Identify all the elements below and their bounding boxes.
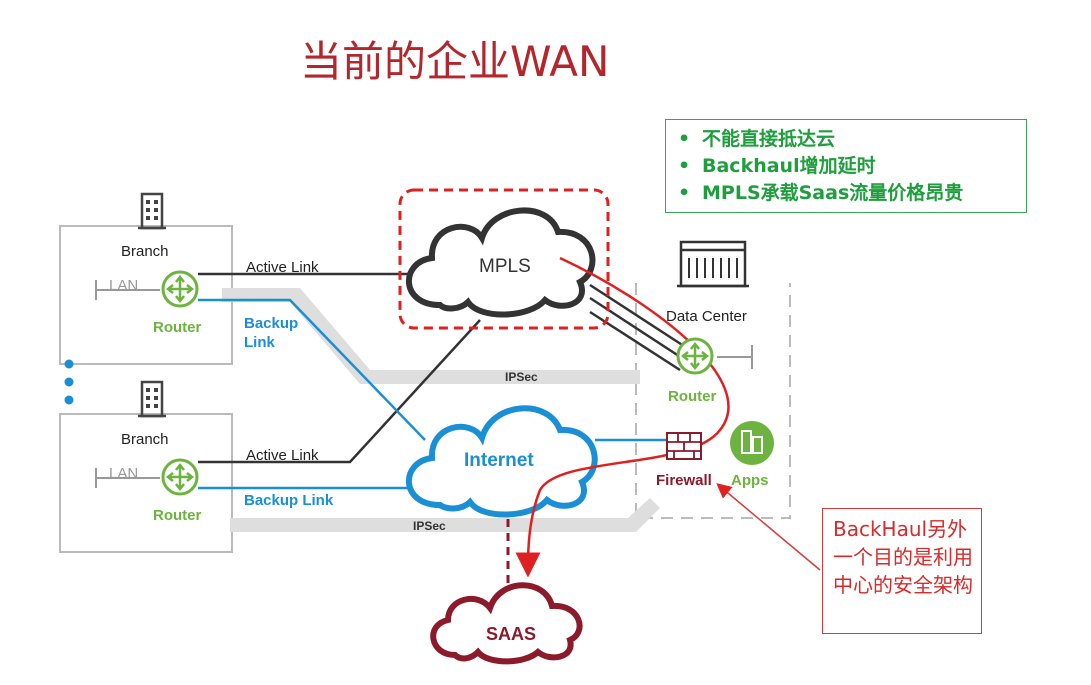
issue-item: MPLS承载Saas流量价格昂贵 (678, 180, 1026, 207)
internet-label: Internet (464, 450, 534, 471)
backup-link-top-label-line1: Backup (244, 315, 298, 332)
firewall-icon (666, 432, 702, 460)
dc-router-label: Router (668, 388, 716, 405)
issue-item: Backhaul增加延时 (678, 153, 1026, 180)
backup-link-bottom-label: Backup Link (244, 492, 334, 509)
active-link-bottom-line (198, 319, 481, 464)
ipsec-label-bottom: IPSec (413, 519, 446, 533)
page-title: 当前的企业WAN (300, 37, 610, 86)
backhaul-note-callout: BackHaul另外一个目的是利用中心的安全架构 (822, 508, 982, 634)
mpls-label: MPLS (479, 256, 531, 277)
branch-top-label: Branch (121, 243, 169, 260)
active-link-top-label: Active Link (246, 259, 319, 276)
building-icon (136, 380, 168, 418)
backup-link-top-line (198, 298, 426, 441)
branch-bottom-label: Branch (121, 431, 169, 448)
branch-bottom-box (59, 413, 233, 553)
ellipsis-dot (64, 395, 74, 405)
data-center-icon (677, 240, 749, 288)
lan-label-bottom: LAN (109, 465, 138, 482)
saas-label: SAAS (486, 624, 536, 644)
active-link-bottom-label: Active Link (246, 447, 319, 464)
router-label-top: Router (153, 319, 201, 336)
router-label-bottom: Router (153, 507, 201, 524)
lan-line-top (95, 280, 160, 300)
firewall-label: Firewall (656, 472, 712, 489)
ipsec-band-bottom (230, 498, 660, 532)
lan-label-top: LAN (109, 277, 138, 294)
lan-line-bottom (95, 468, 160, 488)
mpls-cloud (405, 207, 596, 318)
callout-arrow (716, 483, 821, 571)
data-center-label: Data Center (666, 308, 747, 325)
apps-label: Apps (731, 472, 769, 489)
issues-callout: 不能直接抵达云 Backhaul增加延时 MPLS承载Saas流量价格昂贵 (665, 119, 1027, 213)
internet-cloud (405, 405, 598, 518)
ipsec-label-top: IPSec (505, 370, 538, 384)
mpls-highlight-box (398, 188, 610, 330)
router-icon (161, 458, 199, 496)
apps-icon (730, 421, 774, 465)
dc-lan-line (717, 345, 753, 369)
backup-link-top-label-line2: Link (244, 334, 275, 351)
ellipsis-dot (64, 359, 74, 369)
saas-cloud (430, 582, 583, 665)
building-icon (136, 192, 168, 230)
ellipsis-dot (64, 377, 74, 387)
data-center-box (635, 283, 791, 519)
router-icon (161, 270, 199, 308)
ipsec-band-top (222, 288, 640, 384)
router-icon (676, 337, 714, 375)
issue-item: 不能直接抵达云 (678, 126, 1026, 153)
